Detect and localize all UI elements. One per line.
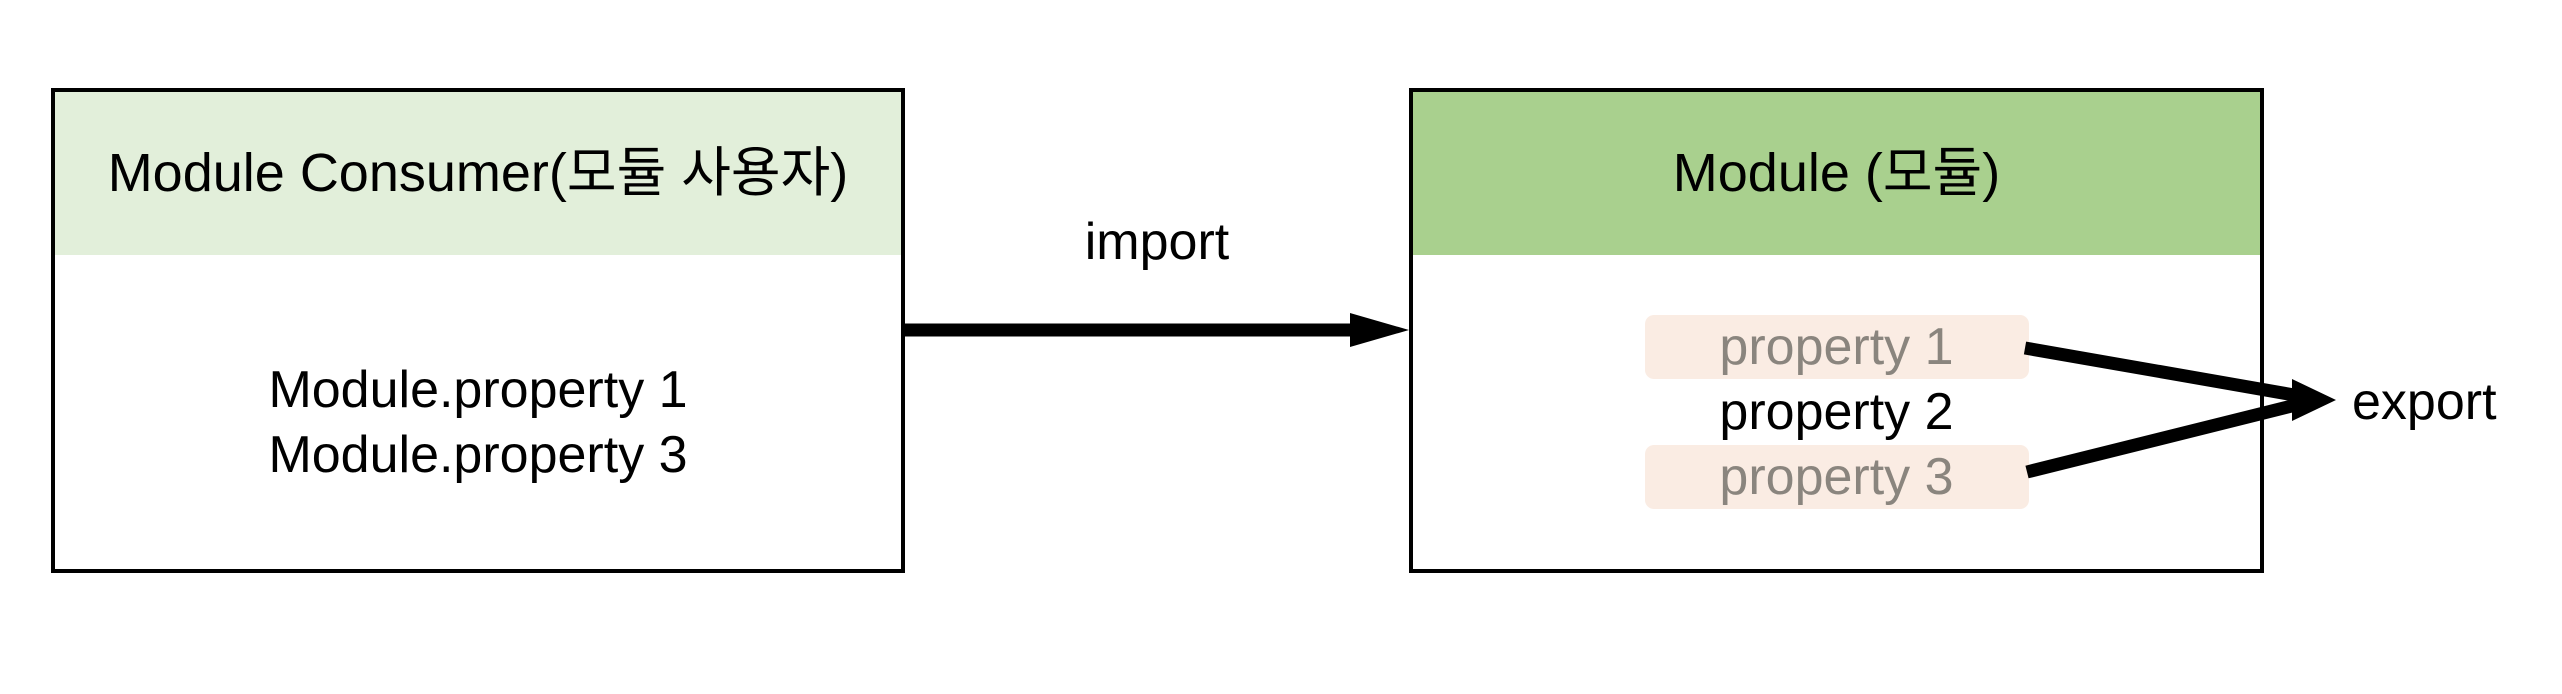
import-label: import bbox=[1084, 213, 1230, 271]
consumer-usage-line-2: Module.property 3 bbox=[268, 426, 688, 484]
consumer-usage-line-1: Module.property 1 bbox=[268, 361, 688, 419]
module-consumer-title: Module Consumer(모듈 사용자) bbox=[107, 142, 849, 203]
property-3-label: property 3 bbox=[1719, 448, 1954, 506]
property-row-2: property 2 bbox=[1645, 380, 2029, 444]
property-1-label: property 1 bbox=[1719, 318, 1954, 376]
module-header: Module (모듈) bbox=[1413, 92, 2260, 255]
import-arrow bbox=[905, 313, 1409, 347]
module-box: Module (모듈) property 1 property 2 proper… bbox=[1409, 88, 2264, 573]
module-consumer-box: Module Consumer(모듈 사용자) Module.property … bbox=[51, 88, 905, 573]
module-consumer-body: Module.property 1 Module.property 3 bbox=[55, 255, 901, 569]
export-label: export bbox=[2352, 373, 2497, 431]
module-body: property 1 property 2 property 3 bbox=[1413, 255, 2260, 569]
export-arrowhead bbox=[2292, 379, 2336, 421]
module-consumer-header: Module Consumer(모듈 사용자) bbox=[55, 92, 901, 255]
property-row-1: property 1 bbox=[1644, 315, 2029, 379]
module-title: Module (모듈) bbox=[1672, 142, 2001, 203]
property-row-3: property 3 bbox=[1644, 445, 2029, 509]
property-2-label: property 2 bbox=[1719, 383, 1954, 441]
